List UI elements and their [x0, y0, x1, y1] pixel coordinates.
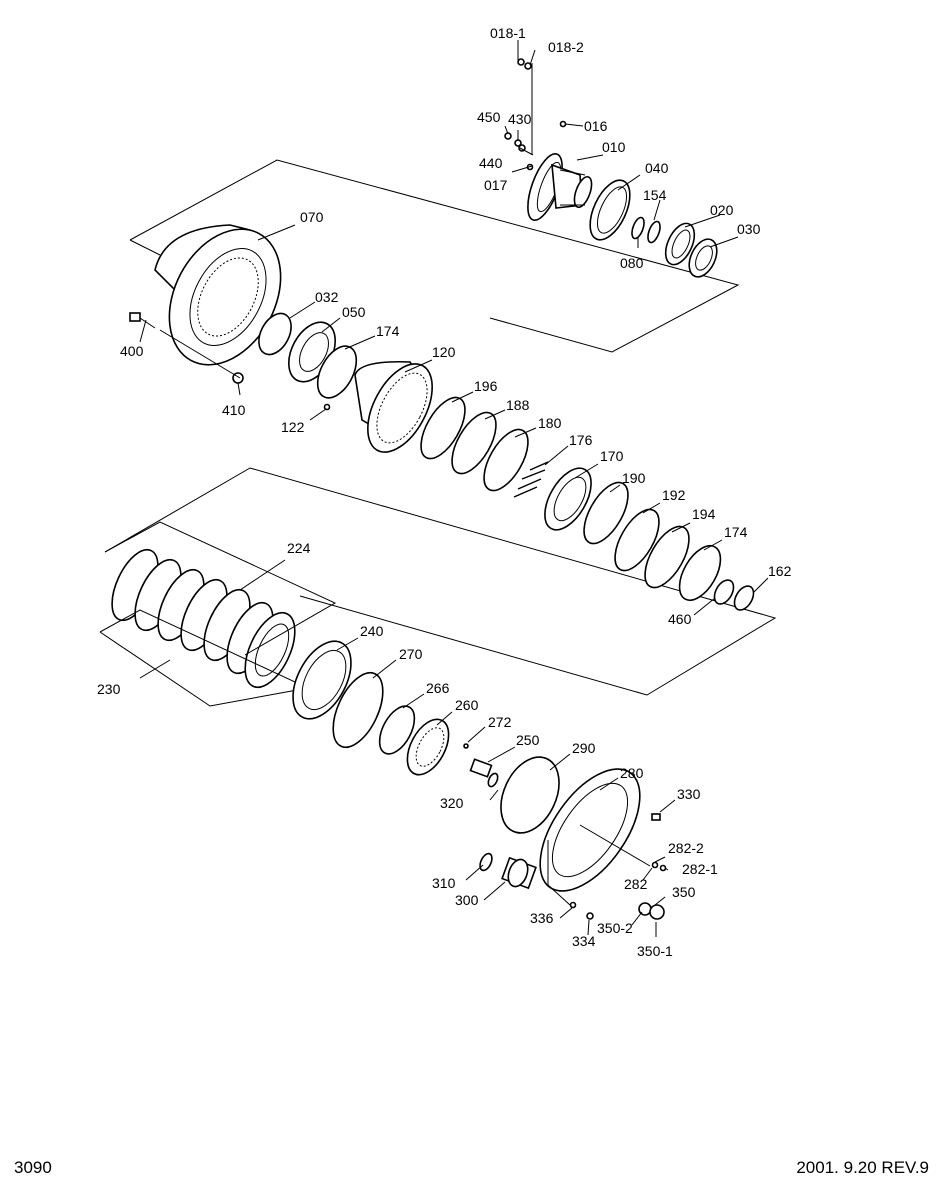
- carrier-170: [544, 467, 592, 531]
- callout-334: 334: [572, 933, 596, 949]
- snap-ring-174-bottom: [678, 545, 722, 601]
- callout-162: 162: [768, 563, 792, 579]
- page-number: 3090: [14, 1158, 52, 1177]
- ring-180: [483, 428, 529, 492]
- callout-070: 070: [300, 209, 324, 225]
- washer-162: [733, 585, 755, 611]
- callout-192: 192: [662, 487, 686, 503]
- group-outline-housing-left: [129, 239, 161, 256]
- shaft-250: [469, 758, 493, 778]
- ring-188: [451, 411, 497, 475]
- callout-350-2: 350-2: [597, 920, 633, 936]
- ring-194: [644, 525, 690, 589]
- group-outline-clutch: [104, 467, 777, 696]
- housing-070: [154, 224, 282, 366]
- callout-430: 430: [508, 111, 532, 127]
- callout-020: 020: [710, 202, 734, 218]
- plate-240: [292, 640, 352, 720]
- callout-170: 170: [600, 448, 624, 464]
- callout-282: 282: [624, 876, 648, 892]
- callout-280: 280: [620, 765, 644, 781]
- clutch-plates-224-230: [111, 548, 296, 689]
- leader-lines: [139, 40, 769, 937]
- callout-196: 196: [474, 378, 498, 394]
- washer-460: [713, 579, 735, 605]
- callout-350: 350: [672, 884, 696, 900]
- callout-016: 016: [584, 118, 608, 134]
- callout-310: 310: [432, 875, 456, 891]
- callout-450: 450: [477, 109, 501, 125]
- spacer-266: [378, 705, 416, 755]
- callout-030: 030: [737, 221, 761, 237]
- callout-320: 320: [440, 795, 464, 811]
- callout-350-1: 350-1: [637, 943, 673, 959]
- callout-250: 250: [516, 732, 540, 748]
- callout-194: 194: [692, 506, 716, 522]
- ring-320: [487, 772, 499, 788]
- snap-ring-270: [332, 671, 384, 749]
- callout-180: 180: [538, 415, 562, 431]
- callout-400: 400: [120, 343, 144, 359]
- callout-050: 050: [342, 304, 366, 320]
- callout-018-1: 018-1: [490, 25, 526, 41]
- ring-154: [647, 220, 661, 244]
- callout-266: 266: [426, 680, 450, 696]
- callout-176: 176: [569, 432, 593, 448]
- bearing-020: [664, 222, 696, 266]
- callout-154: 154: [643, 187, 667, 203]
- callout-174-top: 174: [376, 323, 400, 339]
- callout-272: 272: [488, 714, 512, 730]
- callout-190: 190: [622, 470, 646, 486]
- callout-230: 230: [97, 681, 121, 697]
- ring-032: [258, 312, 292, 356]
- callout-410: 410: [222, 402, 246, 418]
- shaft-010: [527, 153, 593, 221]
- callout-188: 188: [506, 397, 530, 413]
- ring-190: [583, 481, 629, 545]
- callout-080: 080: [620, 255, 644, 271]
- callout-174-bottom: 174: [724, 524, 748, 540]
- callout-224: 224: [287, 540, 311, 556]
- callout-017: 017: [484, 177, 508, 193]
- group-outline-housing: [129, 159, 740, 353]
- callout-122: 122: [281, 419, 305, 435]
- callout-240: 240: [360, 623, 384, 639]
- callout-040: 040: [645, 160, 669, 176]
- pin-272: [463, 743, 469, 749]
- callout-010: 010: [602, 139, 626, 155]
- callout-300: 300: [455, 892, 479, 908]
- callout-120: 120: [432, 344, 456, 360]
- callout-290: 290: [572, 740, 596, 756]
- ring-192: [614, 508, 660, 572]
- revision-date: 2001. 9.20 REV.9: [796, 1158, 929, 1177]
- pins-176: [513, 461, 549, 498]
- callout-330: 330: [677, 786, 701, 802]
- leader-cover: [547, 840, 571, 906]
- seal-040: [589, 179, 631, 241]
- callout-032: 032: [315, 289, 339, 305]
- ring-gear-120: [354, 360, 433, 453]
- callout-270: 270: [399, 646, 423, 662]
- callout-282-1: 282-1: [682, 861, 718, 877]
- callout-440: 440: [479, 155, 503, 171]
- oring-080: [631, 216, 645, 240]
- callout-282-2: 282-2: [668, 840, 704, 856]
- callout-018-2: 018-2: [548, 39, 584, 55]
- callout-labels: 018-1 018-2 450 430 016 010 440 017 040 …: [97, 25, 792, 959]
- callout-260: 260: [455, 697, 479, 713]
- pinion-300: [501, 856, 537, 890]
- oring-290: [500, 756, 560, 834]
- callout-460: 460: [668, 611, 692, 627]
- callout-336: 336: [530, 910, 554, 926]
